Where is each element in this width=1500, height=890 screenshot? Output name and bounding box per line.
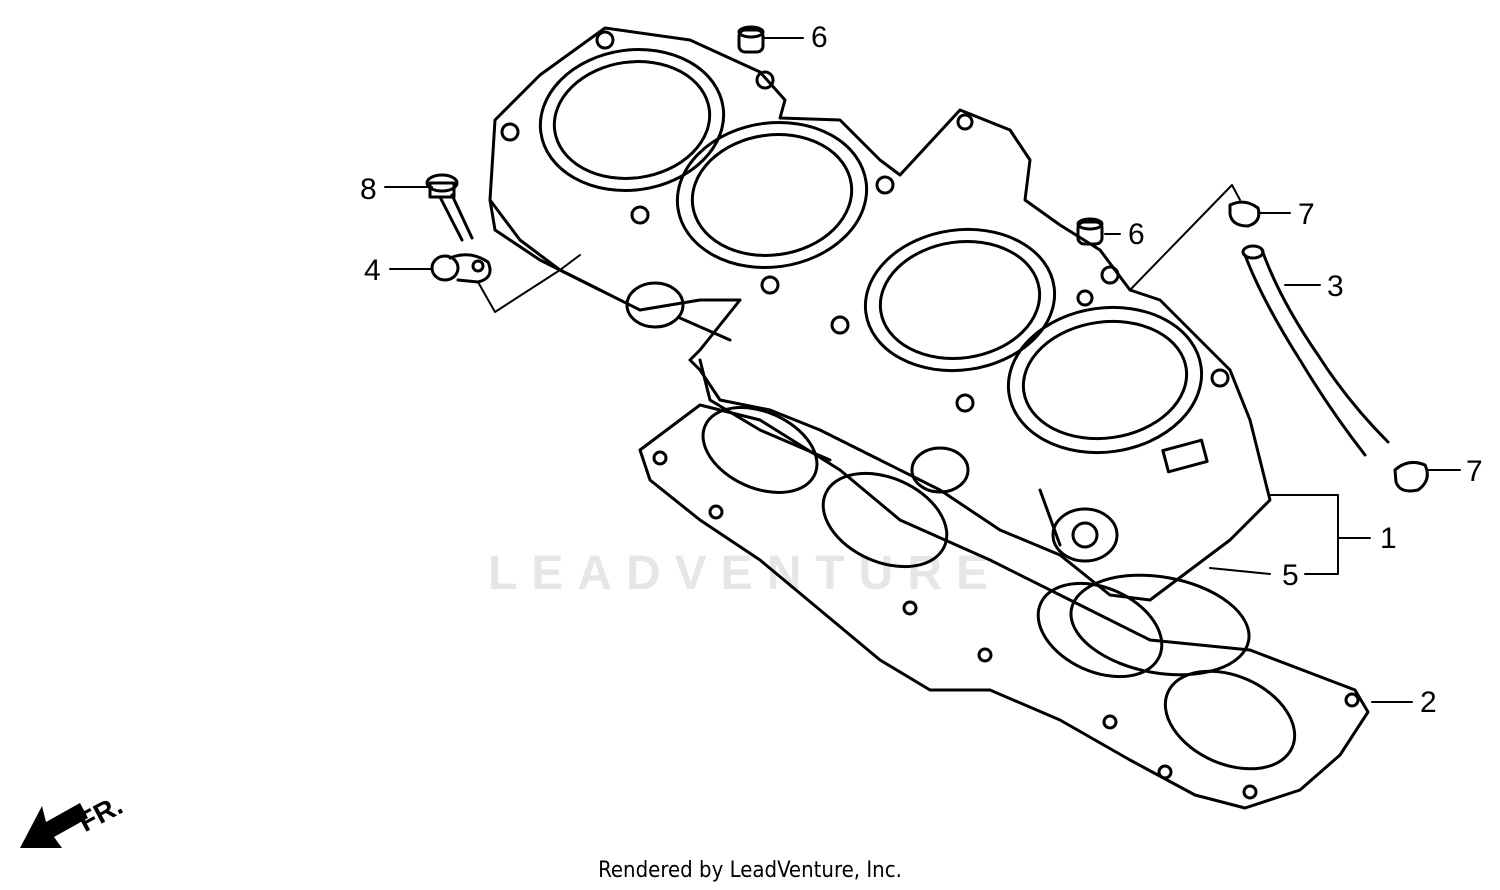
callout-4: 4 xyxy=(364,254,381,287)
flange-bolt xyxy=(425,173,474,242)
callout-3: 3 xyxy=(1327,270,1344,303)
cylinder-base-gasket xyxy=(638,403,1370,810)
callout-5: 5 xyxy=(1282,559,1299,592)
hose-clip-top xyxy=(1228,200,1261,228)
o-ring xyxy=(1069,573,1251,677)
arrow-down-left-icon xyxy=(20,803,88,848)
watermark: LEADVENTURE xyxy=(488,547,1003,600)
callout-7-bottom: 7 xyxy=(1466,455,1483,488)
callout-2: 2 xyxy=(1420,686,1437,719)
cylinder-block xyxy=(488,26,1272,602)
hose-clip-bottom xyxy=(1393,460,1429,493)
render-credit: Rendered by LeadVenture, Inc. xyxy=(598,858,902,883)
callout-6-top: 6 xyxy=(811,21,828,54)
callout-7-top: 7 xyxy=(1298,198,1315,231)
water-hose xyxy=(1241,244,1390,457)
callout-1: 1 xyxy=(1380,522,1397,555)
hose-clamp xyxy=(430,253,492,284)
dowel-pin-middle xyxy=(1076,217,1104,246)
callout-6-middle: 6 xyxy=(1128,218,1145,251)
leader-lines xyxy=(384,37,1461,703)
callout-8: 8 xyxy=(360,173,377,206)
dowel-pin-top xyxy=(737,25,765,54)
